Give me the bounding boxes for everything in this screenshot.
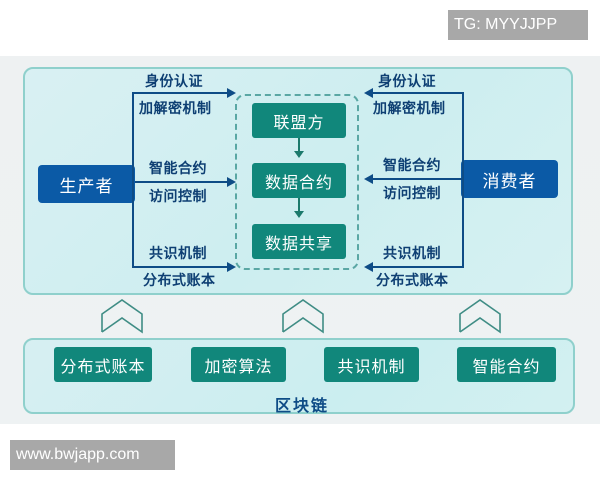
arrow-left-icon	[364, 262, 373, 272]
left-label-consensus: 共识机制	[149, 246, 207, 262]
producer-top-line	[132, 92, 228, 94]
producer-mid-line	[135, 181, 228, 183]
blockchain-component-crypto: 加密算法	[191, 347, 286, 382]
blockchain-component-consensus: 共识机制	[324, 347, 419, 382]
watermark-bottom-left: www.bwjapp.com	[10, 440, 175, 470]
consumer-label: 消费者	[482, 171, 537, 192]
arrow-right-icon	[227, 177, 236, 187]
flow-connector	[298, 138, 300, 152]
watermark-text: TG: MYYJJPP	[454, 16, 558, 33]
flow-step-alliance: 联盟方	[252, 103, 346, 138]
consumer-mid-line	[372, 178, 464, 180]
consumer-trunk-line	[462, 92, 464, 268]
chevron-up-icon	[282, 299, 324, 334]
blockchain-component-ledger: 分布式账本	[54, 347, 152, 382]
blockchain-component-smart-contract: 智能合约	[457, 347, 556, 382]
component-label: 共识机制	[337, 356, 406, 376]
left-label-access-control: 访问控制	[149, 189, 207, 205]
center-flow-group	[235, 94, 359, 270]
arrow-right-icon	[227, 88, 236, 98]
flow-step-data-sharing: 数据共享	[252, 224, 346, 259]
right-label-smart-contract: 智能合约	[383, 158, 441, 174]
right-label-consensus: 共识机制	[383, 246, 441, 262]
left-label-identity: 身份认证	[145, 74, 203, 90]
component-label: 加密算法	[204, 356, 273, 376]
flow-step-label: 数据合约	[264, 172, 333, 192]
producer-box: 生产者	[38, 165, 135, 203]
left-label-encryption: 加解密机制	[139, 101, 212, 117]
component-label: 智能合约	[472, 356, 541, 376]
producer-bottom-line	[132, 266, 228, 268]
left-label-ledger: 分布式账本	[143, 273, 216, 289]
right-label-identity: 身份认证	[378, 74, 436, 90]
arrow-right-icon	[227, 262, 236, 272]
watermark-text: www.bwjapp.com	[16, 446, 140, 463]
flow-connector	[298, 198, 300, 212]
blockchain-title: 区块链	[275, 396, 330, 415]
arrow-left-icon	[364, 88, 373, 98]
left-label-smart-contract: 智能合约	[149, 161, 207, 177]
producer-trunk-line	[132, 92, 134, 268]
flow-step-data-contract: 数据合约	[252, 163, 346, 198]
right-label-ledger: 分布式账本	[376, 273, 449, 289]
consumer-bottom-line	[372, 266, 464, 268]
consumer-top-line	[372, 92, 464, 94]
watermark-top-right: TG: MYYJJPP	[448, 10, 588, 40]
producer-label: 生产者	[59, 176, 114, 197]
chevron-up-icon	[101, 299, 143, 334]
right-label-access-control: 访问控制	[383, 186, 441, 202]
flow-step-label: 数据共享	[264, 233, 333, 253]
arrow-down-icon	[294, 211, 304, 218]
chevron-up-icon	[459, 299, 501, 334]
right-label-encryption: 加解密机制	[373, 101, 446, 117]
flow-step-label: 联盟方	[273, 112, 325, 132]
arrow-left-icon	[364, 174, 373, 184]
consumer-box: 消费者	[461, 160, 558, 198]
arrow-down-icon	[294, 151, 304, 158]
component-label: 分布式账本	[60, 356, 146, 376]
